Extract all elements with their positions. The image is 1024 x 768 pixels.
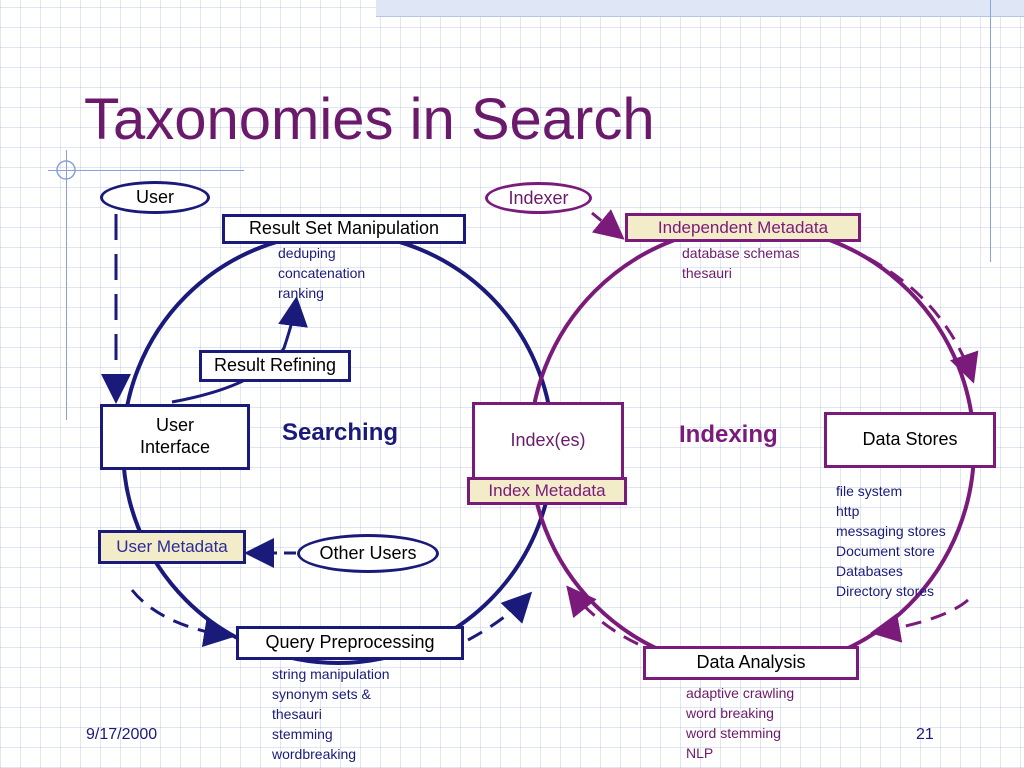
decorative-right-line bbox=[990, 0, 991, 262]
list-item: file system bbox=[836, 483, 903, 499]
user-interface-label-line1: User bbox=[155, 415, 194, 436]
list-item: messaging stores bbox=[836, 523, 946, 539]
list-item: word stemming bbox=[686, 725, 781, 741]
query-items-list: string manipulation synonym sets & thesa… bbox=[272, 664, 390, 764]
list-item: wordbreaking bbox=[272, 746, 357, 762]
page-number: 21 bbox=[916, 726, 934, 743]
searching-dashed-arc-right bbox=[467, 591, 533, 642]
user-interface-box: User Interface bbox=[100, 404, 250, 470]
query-preprocessing-box: Query Preprocessing bbox=[236, 626, 464, 660]
data-analysis-box: Data Analysis bbox=[643, 646, 859, 680]
decorative-title-line bbox=[48, 170, 244, 171]
list-item: thesauri bbox=[272, 706, 322, 722]
list-item: thesauri bbox=[682, 265, 732, 281]
data-store-items-list: file system http messaging stores Docume… bbox=[836, 481, 946, 601]
indexer-node: Indexer bbox=[485, 182, 592, 214]
result-set-manipulation-box: Result Set Manipulation bbox=[222, 214, 466, 244]
user-metadata-box: User Metadata bbox=[98, 530, 246, 564]
list-item: synonym sets & bbox=[272, 686, 371, 702]
list-item: NLP bbox=[686, 745, 714, 761]
indexing-dashed-arc-top bbox=[867, 256, 979, 384]
searching-dashed-arc-left bbox=[130, 589, 234, 647]
list-item: word breaking bbox=[686, 705, 774, 721]
decorative-left-line bbox=[66, 150, 67, 420]
slide-title: Taxonomies in Search bbox=[84, 87, 655, 152]
indexing-dashed-arc-right bbox=[870, 598, 969, 643]
data-stores-box: Data Stores bbox=[824, 412, 996, 468]
index-box: Index(es) bbox=[472, 402, 624, 480]
indexer-to-metadata-arrow bbox=[591, 209, 625, 240]
list-item: http bbox=[836, 503, 860, 519]
indexing-label: Indexing bbox=[679, 421, 778, 448]
list-item: Directory stores bbox=[836, 583, 935, 599]
user-interface-label-line2: Interface bbox=[139, 437, 211, 457]
indexing-dashed-arc-bottom bbox=[566, 585, 639, 646]
user-node: User bbox=[100, 181, 210, 214]
footer-date: 9/17/2000 bbox=[86, 726, 158, 743]
list-item: string manipulation bbox=[272, 666, 390, 682]
list-item: deduping bbox=[278, 245, 336, 261]
index-metadata-box: Index Metadata bbox=[467, 477, 627, 505]
list-item: database schemas bbox=[682, 245, 800, 261]
independent-items-list: database schemas thesauri bbox=[682, 243, 800, 283]
independent-metadata-box: Independent Metadata bbox=[625, 213, 861, 242]
result-refining-box: Result Refining bbox=[199, 350, 351, 382]
other-users-node: Other Users bbox=[297, 534, 439, 573]
list-item: Databases bbox=[836, 563, 903, 579]
decorative-top-band bbox=[376, 0, 1024, 17]
analysis-items-list: adaptive crawling word breaking word ste… bbox=[686, 683, 794, 763]
result-set-items-list: deduping concatenation ranking bbox=[278, 243, 365, 303]
list-item: Document store bbox=[836, 543, 935, 559]
searching-label: Searching bbox=[282, 419, 399, 446]
list-item: stemming bbox=[272, 726, 333, 742]
list-item: ranking bbox=[278, 285, 324, 301]
crosshair-ornament bbox=[56, 160, 76, 180]
list-item: adaptive crawling bbox=[686, 685, 795, 701]
list-item: concatenation bbox=[278, 265, 366, 281]
